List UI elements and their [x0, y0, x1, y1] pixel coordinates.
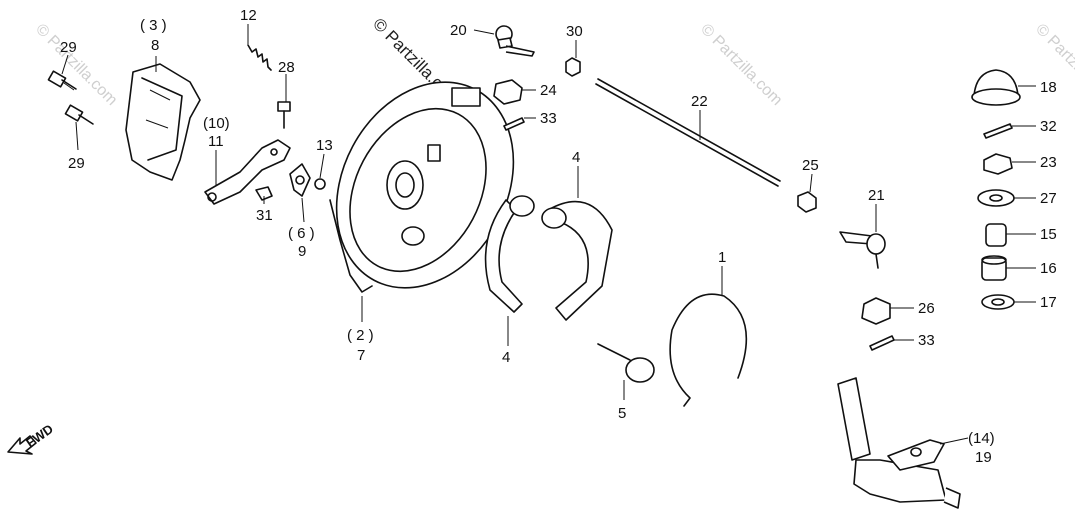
brake-shoe-part-4a [484, 195, 535, 313]
callout-18: 18 [1040, 79, 1057, 96]
washer-part-13 [314, 178, 326, 190]
washer-part-17 [981, 294, 1015, 310]
plate-part-9 [289, 163, 311, 197]
callout-19: 19 [975, 449, 992, 466]
spring-part-12 [247, 44, 272, 71]
callout-6-paren: ( 6 ) [288, 225, 315, 242]
watermark: © Partzilla.com [697, 21, 785, 109]
callout-21: 21 [868, 187, 885, 204]
callout-4: 4 [572, 149, 580, 166]
cap-part-18 [971, 69, 1021, 106]
callout-4: 4 [502, 349, 510, 366]
cotter-pin-part-33a [503, 117, 525, 131]
callout-12: 12 [240, 7, 257, 24]
callout-24: 24 [540, 82, 557, 99]
callout-1: 1 [718, 249, 726, 266]
ball-joint-part-20 [495, 25, 535, 57]
knuckle-part-19 [837, 377, 961, 509]
callout-29: 29 [68, 155, 85, 172]
callout-3-paren: ( 3 ) [140, 17, 167, 34]
callout-15: 15 [1040, 226, 1057, 243]
callout-28: 28 [278, 59, 295, 76]
cotter-pin-part-32 [983, 123, 1013, 139]
callout-11: 11 [208, 133, 224, 150]
callout-5: 5 [618, 405, 626, 422]
callout-14-paren: (14) [968, 430, 995, 447]
nut-part-31 [255, 186, 273, 201]
callout-16: 16 [1040, 260, 1057, 277]
brake-cover-part-8 [125, 63, 201, 181]
leader-lines [61, 24, 1036, 445]
brake-panel-part-7 [329, 81, 515, 293]
callout-29: 29 [60, 39, 77, 56]
callout-20: 20 [450, 22, 467, 39]
callout-26: 26 [918, 300, 935, 317]
callout-32: 32 [1040, 118, 1057, 135]
callout-7: 7 [357, 347, 365, 364]
callout-33: 33 [918, 332, 935, 349]
callout-9: 9 [298, 243, 306, 260]
bolt-29-lower [64, 104, 94, 125]
ball-joint-part-21 [839, 231, 886, 269]
watermark: © Partzilla.com [32, 21, 120, 109]
callout-10-paren: (10) [203, 115, 230, 132]
brake-arm-part-11 [204, 139, 291, 205]
castle-nut-part-24 [493, 79, 523, 105]
clip-part-1 [669, 293, 748, 407]
tie-rod-part-22 [595, 78, 781, 187]
callout-31: 31 [256, 207, 273, 224]
callout-30: 30 [566, 23, 583, 40]
svg-text:FWD: FWD [23, 421, 56, 450]
callout-2-paren: ( 2 ) [347, 327, 374, 344]
bolt-part-28 [277, 101, 291, 129]
callout-25: 25 [802, 157, 819, 174]
callout-22: 22 [691, 93, 708, 110]
nut-part-25 [797, 191, 817, 213]
stud-part-5 [597, 343, 655, 383]
brake-shoe-part-4b [541, 200, 613, 321]
callout-23: 23 [1040, 154, 1057, 171]
collar-part-15 [985, 223, 1007, 247]
cotter-pin-part-33b [869, 335, 895, 351]
callout-27: 27 [1040, 190, 1057, 207]
nut-part-30 [565, 57, 581, 77]
bolt-29-upper [47, 70, 77, 91]
forward-arrow-icon: FWD [7, 421, 56, 455]
washer-part-27 [977, 189, 1015, 207]
callout-33: 33 [540, 110, 557, 127]
callout-labels: 29 29 ( 3 ) 8 12 28 (10) 11 31 13 ( 6 ) … [60, 7, 1057, 466]
bushing-part-16 [981, 255, 1007, 281]
castle-nut-part-26 [861, 297, 891, 325]
callout-8: 8 [151, 37, 159, 54]
callout-17: 17 [1040, 294, 1057, 311]
castle-nut-part-23 [983, 153, 1013, 175]
callout-13: 13 [316, 137, 333, 154]
